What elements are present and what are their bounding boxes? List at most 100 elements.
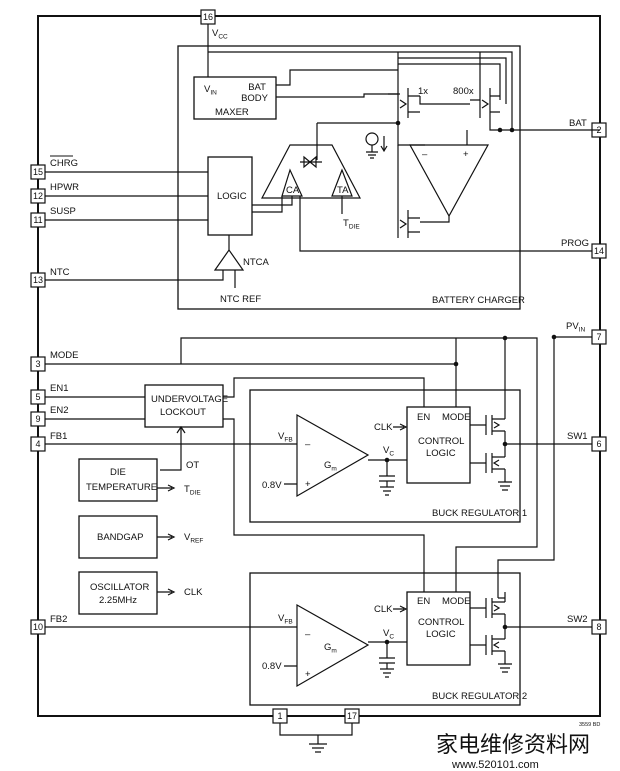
buck2-en-label: EN bbox=[417, 596, 430, 607]
die-temp-line1: DIE bbox=[110, 467, 126, 478]
sense-fet-1x bbox=[388, 88, 420, 118]
svg-text:6: 6 bbox=[596, 439, 601, 449]
pin-10: 10 bbox=[30, 619, 46, 635]
pin-16-number: 16 bbox=[203, 12, 213, 22]
charger-driver-fet bbox=[397, 210, 420, 238]
en2-pin-label: EN2 bbox=[50, 405, 68, 416]
maxer-body-label: BODY bbox=[241, 93, 269, 104]
pin-5: 5 bbox=[30, 389, 46, 405]
pin-15: 15 bbox=[30, 164, 46, 180]
ca-ta-diode-or bbox=[261, 144, 361, 199]
current-source bbox=[365, 132, 388, 159]
sw1-pin-label: SW1 bbox=[567, 431, 588, 442]
amp-plus: + bbox=[463, 149, 469, 160]
svg-text:4: 4 bbox=[35, 439, 40, 449]
ntca-label: NTCA bbox=[243, 257, 270, 268]
buck1-power-fets bbox=[485, 407, 592, 491]
oscillator-line2: 2.25MHz bbox=[99, 595, 137, 606]
die-temperature-block bbox=[78, 458, 158, 502]
buck2-logic-line1: CONTROL bbox=[418, 617, 464, 628]
figure-code: 3559 BD bbox=[579, 722, 600, 728]
maxer-bat-label: BAT bbox=[248, 82, 266, 93]
buck1-clk-label: CLK bbox=[374, 422, 393, 433]
buck2-vfb-label: VFB bbox=[278, 613, 293, 626]
buck1-title: BUCK REGULATOR 1 bbox=[432, 508, 527, 519]
ntc-ref-label: NTC REF bbox=[220, 294, 261, 305]
pin-13: 13 bbox=[30, 272, 46, 288]
pin-14: 14 bbox=[591, 243, 607, 259]
buck2-control-logic bbox=[406, 591, 471, 666]
buck2-ref-label: 0.8V bbox=[262, 661, 282, 672]
maxer-title: MAXER bbox=[215, 107, 249, 118]
clk-out-label: CLK bbox=[184, 587, 203, 598]
pin-9: 9 bbox=[30, 411, 46, 427]
buck2-gm-amp bbox=[296, 603, 370, 688]
buck2-power-fets bbox=[485, 592, 592, 673]
pin-8: 8 bbox=[591, 619, 607, 635]
mode-pin-label: MODE bbox=[50, 350, 79, 361]
svg-text:5: 5 bbox=[35, 392, 40, 402]
watermark-text: 家电维修资料网 bbox=[436, 732, 590, 757]
buck2-plus: + bbox=[305, 669, 311, 680]
uvlo-line1: UNDERVOLTAGE bbox=[151, 394, 228, 405]
svg-text:8: 8 bbox=[596, 622, 601, 632]
buck1-logic-line2: LOGIC bbox=[426, 448, 456, 459]
pin-12: 12 bbox=[30, 188, 46, 204]
buck2-comp-capacitor bbox=[379, 657, 395, 678]
svg-text:9: 9 bbox=[35, 414, 40, 424]
maxer-vin-label: VIN bbox=[204, 84, 217, 97]
buck1-gm-label: Gm bbox=[324, 460, 337, 473]
pin-3: 3 bbox=[30, 356, 46, 372]
pin-16: 16 bbox=[200, 9, 216, 25]
en1-route bbox=[223, 377, 425, 407]
undervoltage-lockout-block bbox=[144, 384, 224, 428]
charger-logic-label: LOGIC bbox=[217, 191, 247, 202]
sense-800x-label: 800x bbox=[453, 86, 474, 97]
svg-text:12: 12 bbox=[33, 191, 43, 201]
oscillator-block bbox=[78, 571, 158, 615]
ntca-comparator bbox=[213, 248, 245, 271]
svg-text:1: 1 bbox=[277, 711, 282, 721]
buck1-comp-capacitor bbox=[379, 475, 395, 496]
sense-fet-800x bbox=[470, 88, 500, 118]
pvin-pin-label: PVIN bbox=[566, 321, 585, 334]
svg-text:17: 17 bbox=[347, 711, 357, 721]
buck1-gm-amp bbox=[296, 413, 370, 498]
vref-label: VREF bbox=[184, 532, 203, 545]
svg-text:15: 15 bbox=[33, 167, 43, 177]
vcc-pin-label: VCC bbox=[212, 28, 228, 41]
die-temp-line2: TEMPERATURE bbox=[86, 482, 157, 493]
bat-pin-label: BAT bbox=[569, 118, 587, 129]
buck1-plus: + bbox=[305, 479, 311, 490]
charge-amplifier bbox=[408, 144, 490, 218]
sense-1x-label: 1x bbox=[418, 86, 428, 97]
fb2-pin-label: FB2 bbox=[50, 614, 67, 625]
ca-label: CA bbox=[286, 185, 300, 196]
buck1-vfb-label: VFB bbox=[278, 431, 293, 444]
buck1-logic-line1: CONTROL bbox=[418, 436, 464, 447]
buck2-title: BUCK REGULATOR 2 bbox=[432, 691, 527, 702]
oscillator-line1: OSCILLATOR bbox=[90, 582, 149, 593]
charger-logic-block bbox=[207, 156, 253, 236]
svg-text:11: 11 bbox=[33, 215, 42, 225]
uvlo-line2: LOCKOUT bbox=[160, 407, 206, 418]
amp-minus: – bbox=[422, 149, 428, 160]
svg-text:7: 7 bbox=[596, 332, 601, 342]
hpwr-pin-label: HPWR bbox=[50, 182, 79, 193]
buck1-vc-label: VC bbox=[383, 445, 394, 458]
pvin-wire bbox=[497, 336, 592, 598]
buck2-vc-label: VC bbox=[383, 628, 394, 641]
prog-wire bbox=[299, 196, 592, 252]
pin-17: 17 bbox=[344, 708, 360, 724]
buck1-ref-label: 0.8V bbox=[262, 480, 282, 491]
buck1-minus: – bbox=[305, 439, 311, 450]
pin-11: 11 bbox=[30, 212, 46, 228]
en2-route bbox=[223, 418, 425, 592]
svg-text:3: 3 bbox=[35, 359, 40, 369]
fb1-pin-label: FB1 bbox=[50, 431, 67, 442]
ot-label: OT bbox=[186, 460, 199, 471]
pin-4: 4 bbox=[30, 436, 46, 452]
prog-pin-label: PROG bbox=[561, 238, 589, 249]
svg-text:14: 14 bbox=[594, 246, 604, 256]
